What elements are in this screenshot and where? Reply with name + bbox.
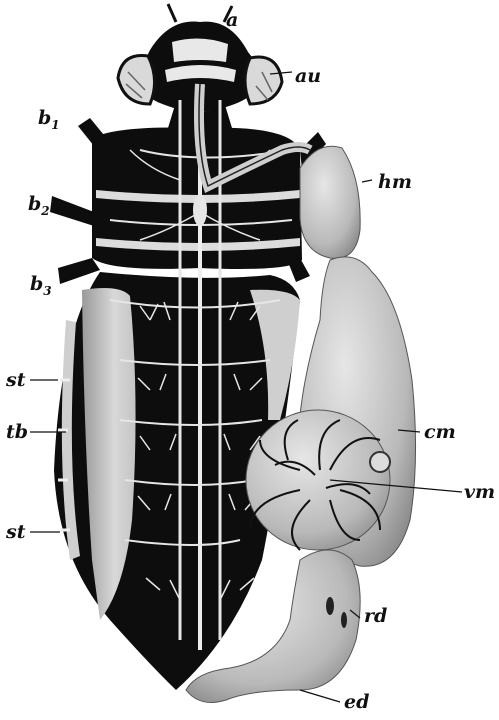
label-st-upper: st	[5, 369, 26, 391]
label-b2: b2	[28, 193, 50, 218]
malpighian-tubules	[246, 410, 390, 550]
label-vm: vm	[464, 481, 495, 503]
leg-stub-b1	[78, 118, 108, 146]
label-tb: tb	[6, 421, 28, 443]
label-cm: cm	[424, 421, 456, 443]
label-b3: b3	[30, 273, 52, 298]
label-b1: b1	[38, 107, 60, 132]
label-hm: hm	[378, 171, 412, 193]
label-a: a	[226, 9, 238, 31]
crop	[300, 146, 360, 258]
leg-stub-b3	[58, 258, 100, 284]
label-ed: ed	[344, 691, 369, 713]
label-au: au	[295, 65, 321, 87]
leg-stub-b2	[50, 196, 94, 226]
label-st-lower: st	[5, 521, 26, 543]
label-rd: rd	[364, 605, 387, 627]
right-eye	[245, 57, 282, 104]
